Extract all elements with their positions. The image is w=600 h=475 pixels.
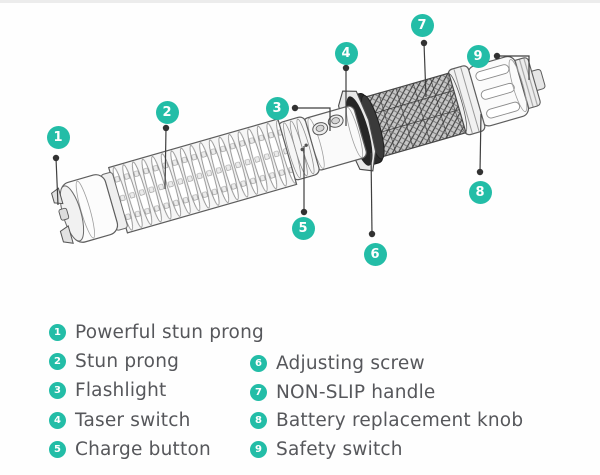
legend-label-1: Powerful stun prong (75, 322, 264, 343)
legend-label-3: Flashlight (75, 380, 167, 401)
callout-lines (55, 42, 530, 235)
legend-item-9: 9 Safety switch (250, 438, 403, 461)
legend-item-7: 7 NON-SLIP handle (250, 381, 436, 404)
legend-item-8: 8 Battery replacement knob (250, 409, 523, 432)
legend-item-6: 6 Adjusting screw (250, 352, 425, 375)
legend-label-4: Taser switch (75, 410, 191, 431)
legend-badge-9: 9 (250, 441, 267, 458)
legend-badge-2: 2 (49, 353, 66, 370)
legend-item-1: 1 Powerful stun prong (49, 321, 264, 344)
callout-badge-5: 5 (291, 216, 315, 240)
callout-line-3 (295, 107, 331, 131)
legend-label-7: NON-SLIP handle (276, 382, 436, 403)
callout-line-9 (497, 55, 530, 80)
legend-badge-6: 6 (250, 355, 267, 372)
legend-badge-7: 7 (250, 384, 267, 401)
legend-label-5: Charge button (75, 439, 211, 460)
legend-badge-1: 1 (49, 324, 66, 341)
callout-line-1 (55, 157, 59, 206)
legend-item-2: 2 Stun prong (49, 350, 179, 373)
callout-line-7 (423, 42, 427, 98)
callout-line-2 (164, 127, 167, 190)
legend-label-9: Safety switch (276, 439, 403, 460)
callout-badge-1: 1 (46, 125, 70, 149)
legend-item-3: 3 Flashlight (49, 379, 166, 402)
callout-badge-6: 6 (363, 242, 387, 266)
callout-badge-3: 3 (265, 96, 289, 120)
legend-label-2: Stun prong (75, 351, 180, 372)
tail-cap (467, 55, 530, 127)
legend-label-6: Adjusting screw (276, 353, 425, 374)
callout-line-6 (370, 152, 373, 235)
stun-baton-body (50, 55, 546, 244)
callout-badge-2: 2 (155, 100, 179, 124)
legend-label-8: Battery replacement knob (276, 410, 524, 431)
legend-badge-4: 4 (49, 412, 66, 429)
powerful-stun-prong-tip (50, 174, 119, 244)
legend-badge-5: 5 (49, 441, 66, 458)
taser-switch-button (327, 114, 344, 128)
callout-line-dots (52, 39, 501, 238)
legend-item-4: 4 Taser switch (49, 409, 191, 432)
callout-line-8 (479, 113, 482, 173)
legend-item-5: 5 Charge button (49, 438, 211, 461)
legend-badge-3: 3 (49, 382, 66, 399)
top-edge-divider (0, 0, 600, 3)
callout-badge-4: 4 (334, 41, 358, 65)
callout-badge-7: 7 (410, 13, 434, 37)
legend-badge-8: 8 (250, 412, 267, 429)
callout-badge-8: 8 (468, 180, 492, 204)
flashlight-button (312, 122, 329, 136)
callout-badge-9: 9 (466, 44, 490, 68)
